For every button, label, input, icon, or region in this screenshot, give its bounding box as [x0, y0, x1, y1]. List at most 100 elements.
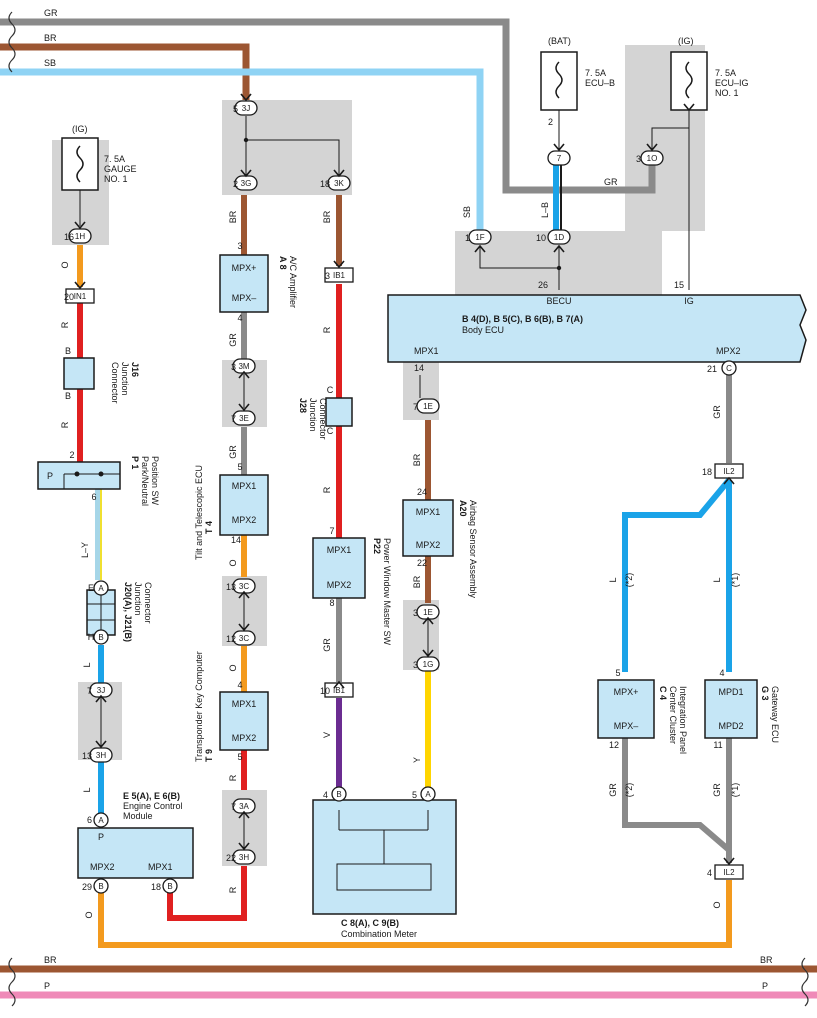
pin-11-gw: 11 — [713, 740, 722, 750]
pin-b1: B — [65, 346, 71, 356]
conn-3a: 3A — [232, 798, 256, 814]
note-s1a: (*1) — [730, 573, 740, 588]
pin-1-1f: 1 — [465, 233, 470, 243]
amp-code: A 8 — [278, 256, 288, 270]
tag-in1: IN1 — [65, 288, 95, 304]
wl-o2: O — [228, 559, 238, 566]
pin-b2: B — [65, 391, 71, 401]
ecm-mpx1: MPX1 — [148, 862, 173, 872]
pin-15: 15 — [674, 280, 684, 290]
svg-text:3H: 3H — [96, 751, 106, 760]
wl-l1: L — [82, 662, 92, 667]
svg-text:1F: 1F — [475, 233, 484, 242]
wl-gr7: GR — [712, 783, 722, 797]
svg-text:GAUGE: GAUGE — [104, 164, 137, 174]
conn-7: 7 — [547, 150, 571, 166]
svg-text:ECU–IG: ECU–IG — [715, 78, 749, 88]
wl-o3b: O — [712, 901, 722, 908]
note-s2b: (*2) — [624, 783, 634, 798]
svg-text:B: B — [98, 633, 103, 642]
wl-gr6: GR — [608, 783, 618, 797]
wl-lb: L–B — [540, 202, 550, 218]
tilt-code: T 4 — [204, 521, 214, 534]
bus-label-sb: SB — [44, 58, 56, 68]
pin-24-ab: 24 — [417, 487, 427, 497]
bus-label-br: BR — [44, 33, 57, 43]
svg-text:7: 7 — [557, 154, 562, 163]
gw-pin-top: MPD1 — [718, 687, 743, 697]
jc20-name2: Connector — [143, 582, 153, 624]
conn-3c-b: 3C — [232, 630, 256, 646]
conn-3g: 3G — [234, 175, 258, 191]
wires — [77, 165, 732, 948]
pin-4-b: 4 — [323, 790, 328, 800]
pin-7-pw: 7 — [329, 526, 334, 536]
conn-1d: 1D — [547, 229, 571, 245]
wl-v: V — [322, 732, 332, 738]
wl-r5: R — [322, 326, 332, 333]
gw-name: Gateway ECU — [770, 686, 780, 743]
svg-text:NO. 1: NO. 1 — [715, 88, 739, 98]
wl-o3: O — [84, 911, 94, 918]
svg-text:1H: 1H — [75, 232, 85, 241]
trans-pin-top: MPX1 — [232, 699, 257, 709]
wl-r3: R — [228, 774, 238, 781]
wl-l3: L — [608, 577, 618, 582]
thin-lines — [79, 110, 690, 852]
ccip-name1: Center Cluster — [668, 686, 678, 744]
svg-text:3C: 3C — [239, 634, 249, 643]
ecm-p: P — [98, 832, 104, 842]
bus-label-gr: GR — [44, 8, 58, 18]
svg-text:IB1: IB1 — [333, 686, 346, 695]
conn-a-jc: A — [93, 580, 109, 596]
pin-c-j28b: C — [327, 426, 334, 436]
pin-7-1e: 7 — [413, 402, 418, 412]
wl-br4: BR — [412, 575, 422, 588]
svg-text:IL2: IL2 — [723, 467, 735, 476]
pin-8-pw: 8 — [329, 598, 334, 608]
pin-22-3h: 22 — [226, 853, 236, 863]
pin-13-3c: 13 — [226, 582, 236, 592]
body-ig: IG — [684, 296, 694, 306]
j28-name1: Junction — [308, 398, 318, 432]
fuse-ecu-ig: (IG) 7. 5A ECU–IG NO. 1 — [670, 36, 749, 111]
svg-text:7. 5A: 7. 5A — [585, 68, 606, 78]
component-boxes — [37, 254, 807, 915]
svg-text:NO. 1: NO. 1 — [104, 174, 128, 184]
pn-name1: Park/Neutral — [140, 456, 150, 506]
note-s2a: (*2) — [624, 573, 634, 588]
conn-1o: 1O — [640, 150, 664, 166]
tilt-pin-bot: MPX2 — [232, 515, 257, 525]
svg-text:A: A — [425, 790, 431, 799]
svg-text:3C: 3C — [239, 582, 249, 591]
pin-12-3c: 12 — [226, 634, 236, 644]
wl-r6: R — [322, 486, 332, 493]
pin-18-il2: 18 — [702, 467, 712, 477]
ccip-pin-bot: MPX– — [614, 721, 639, 731]
j28-code: J28 — [298, 398, 308, 413]
jc20-name1: Junction — [133, 582, 143, 616]
svg-text:C: C — [726, 364, 732, 373]
wl-l4: L — [712, 577, 722, 582]
svg-text:7. 5A: 7. 5A — [715, 68, 736, 78]
conn-3e: 3E — [232, 410, 256, 426]
bus-lines — [0, 18, 817, 999]
svg-text:(IG): (IG) — [678, 36, 694, 46]
j16-name2: Connector — [110, 362, 120, 404]
wl-gr1: GR — [228, 333, 238, 347]
svg-text:1O: 1O — [647, 154, 658, 163]
pin-e: E — [88, 583, 94, 593]
amp-name: A/C Amplifier — [288, 256, 298, 308]
conn-3j-top: 3J — [234, 100, 258, 116]
pn-p: P — [47, 471, 53, 481]
pin-3-amp: 3 — [237, 241, 242, 251]
wl-gr5: GR — [712, 405, 722, 419]
wl-r4: R — [228, 886, 238, 893]
pin-4-tr: 4 — [237, 680, 242, 690]
pwm-code: P22 — [372, 538, 382, 554]
body-mpx2: MPX2 — [716, 346, 741, 356]
tag-il2-top: IL2 — [714, 463, 744, 479]
pwm-pin-bot: MPX2 — [327, 580, 352, 590]
wl-o1: O — [60, 261, 70, 268]
conn-3h-left: 3H — [89, 747, 113, 763]
